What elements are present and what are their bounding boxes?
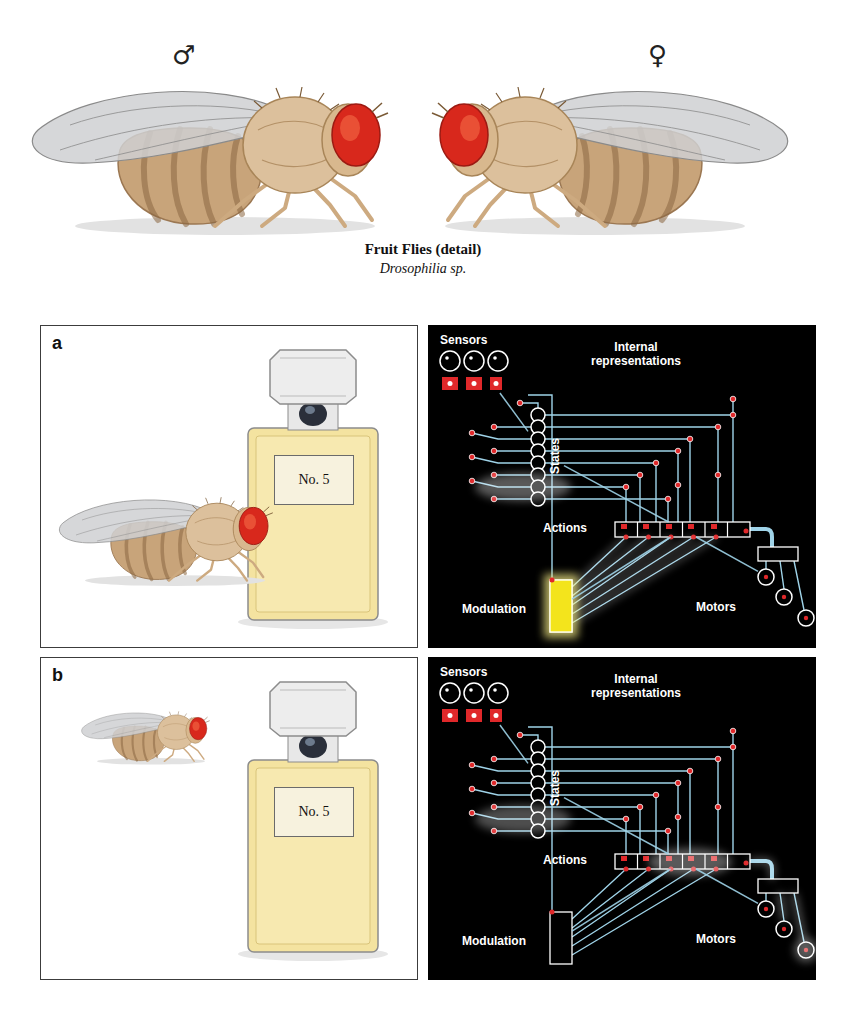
- chip-dot: [550, 578, 555, 583]
- modulation-chip: Modulation: [550, 580, 572, 632]
- state-glow: [475, 473, 571, 501]
- female-fly: [432, 87, 788, 235]
- state-column: States: [528, 405, 564, 507]
- circuit-schematic: [428, 657, 816, 980]
- block-label: Actions: [543, 853, 587, 867]
- block-label: Modulation: [462, 602, 526, 616]
- bottle-label-text: No. 5: [298, 804, 329, 820]
- panel-letter: a: [52, 333, 62, 354]
- fly-away-from-bottle: [82, 711, 210, 764]
- sensor-block: Sensors: [438, 665, 518, 725]
- connector: [696, 537, 758, 571]
- connector: [564, 466, 669, 522]
- connector: [696, 869, 758, 903]
- connector: [500, 393, 528, 431]
- panel-box: bNo. 5: [40, 657, 418, 980]
- perfume-bottle: [238, 350, 388, 629]
- modulation-chip-active: [550, 580, 572, 632]
- sex-symbol: ♀: [648, 40, 667, 70]
- fly-near-bottle: [59, 497, 272, 586]
- panel-box: aNo. 5: [40, 325, 418, 648]
- action-glow: [648, 848, 732, 876]
- sex-symbol: ♂: [172, 40, 195, 70]
- motor-glow: [750, 861, 804, 942]
- bottle-label-text: No. 5: [298, 472, 329, 488]
- block-label: Sensors: [440, 333, 487, 347]
- species-name: Drosophilia sp.: [283, 261, 563, 277]
- bottle-label: No. 5: [274, 455, 354, 505]
- block-label: States: [548, 438, 562, 474]
- section-label: Internal representations: [580, 672, 692, 700]
- state-glow: [475, 805, 571, 833]
- connector: [572, 869, 671, 931]
- connector: [564, 798, 669, 854]
- circuit-panel-a: [428, 325, 816, 648]
- action-register: Actions: [615, 854, 750, 869]
- modulation-chip: Modulation: [550, 912, 572, 964]
- figure-caption: Fruit Flies (detail): [263, 241, 583, 258]
- connector: [572, 537, 671, 599]
- block-label: Sensors: [440, 665, 487, 679]
- block-label: Motors: [696, 600, 736, 614]
- modulation-glow: [572, 537, 716, 623]
- circuit-schematic: [428, 325, 816, 648]
- connector: [500, 725, 528, 763]
- state-column: States: [528, 737, 564, 839]
- chip-glow: [544, 574, 578, 638]
- block-label: Actions: [543, 521, 587, 535]
- sensor-block: Sensors: [438, 333, 518, 393]
- circuit-panel-b: [428, 657, 818, 980]
- block-label: Modulation: [462, 934, 526, 948]
- motor-block: Motors: [758, 877, 816, 962]
- block-label: Motors: [696, 932, 736, 946]
- action-register: Actions: [615, 522, 750, 537]
- motor-block: Motors: [758, 545, 816, 630]
- motor-glow: [794, 938, 818, 962]
- bottle-label: No. 5: [274, 787, 354, 837]
- block-label: States: [548, 770, 562, 806]
- section-label: Internal representations: [580, 340, 692, 368]
- panel-letter: b: [52, 665, 63, 686]
- perfume-bottle: [238, 682, 388, 961]
- male-fly: [32, 87, 388, 235]
